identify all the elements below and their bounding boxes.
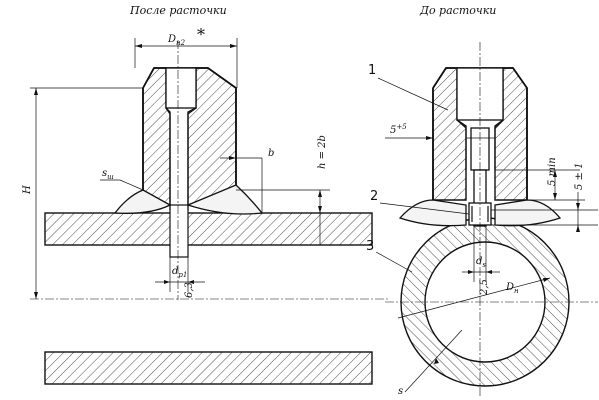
weld-left (113, 189, 172, 214)
label-5-pm-1: 5 ± 1 (574, 163, 585, 190)
label-b: b (268, 148, 274, 159)
label-part-1: 1 (368, 63, 376, 78)
boss-outline (142, 67, 237, 190)
label-star: * (197, 25, 205, 44)
label-H: H (22, 185, 33, 195)
label-d-s: ds (476, 256, 486, 269)
pipe-upper-wall (44, 212, 373, 246)
label-5-plus-5: 5+5 (390, 123, 407, 136)
right-weld-left (398, 199, 467, 227)
label-d-p1: dp1 (172, 266, 187, 279)
left-view-after-boring: Dн2 * H sш b h = 2b dp1 6,3 (22, 25, 388, 385)
label-s-sh: sш (102, 168, 114, 181)
title-after-boring: После расточки (129, 4, 227, 17)
label-D-n: Dн (505, 282, 519, 295)
label-2-5: 2,5 (479, 279, 490, 296)
label-d-h2: Dн2 (167, 34, 186, 47)
label-part-3: 3 (366, 239, 374, 254)
label-s: s (398, 386, 403, 397)
bore-through-wall (169, 204, 189, 258)
pipe-lower-wall (44, 351, 373, 385)
right-weld-right (494, 199, 562, 227)
label-h-2b: h = 2b (317, 135, 328, 169)
label-6-3: 6,3 (184, 282, 195, 298)
counterbore (165, 67, 197, 109)
title-before-boring: До расточки (419, 4, 496, 17)
label-5-min: 5 min (547, 157, 558, 186)
label-part-2: 2 (370, 189, 378, 204)
right-view-before-boring: 1 2 3 5+5 5 min 5 ± 1 ds 2,5 (366, 42, 598, 398)
